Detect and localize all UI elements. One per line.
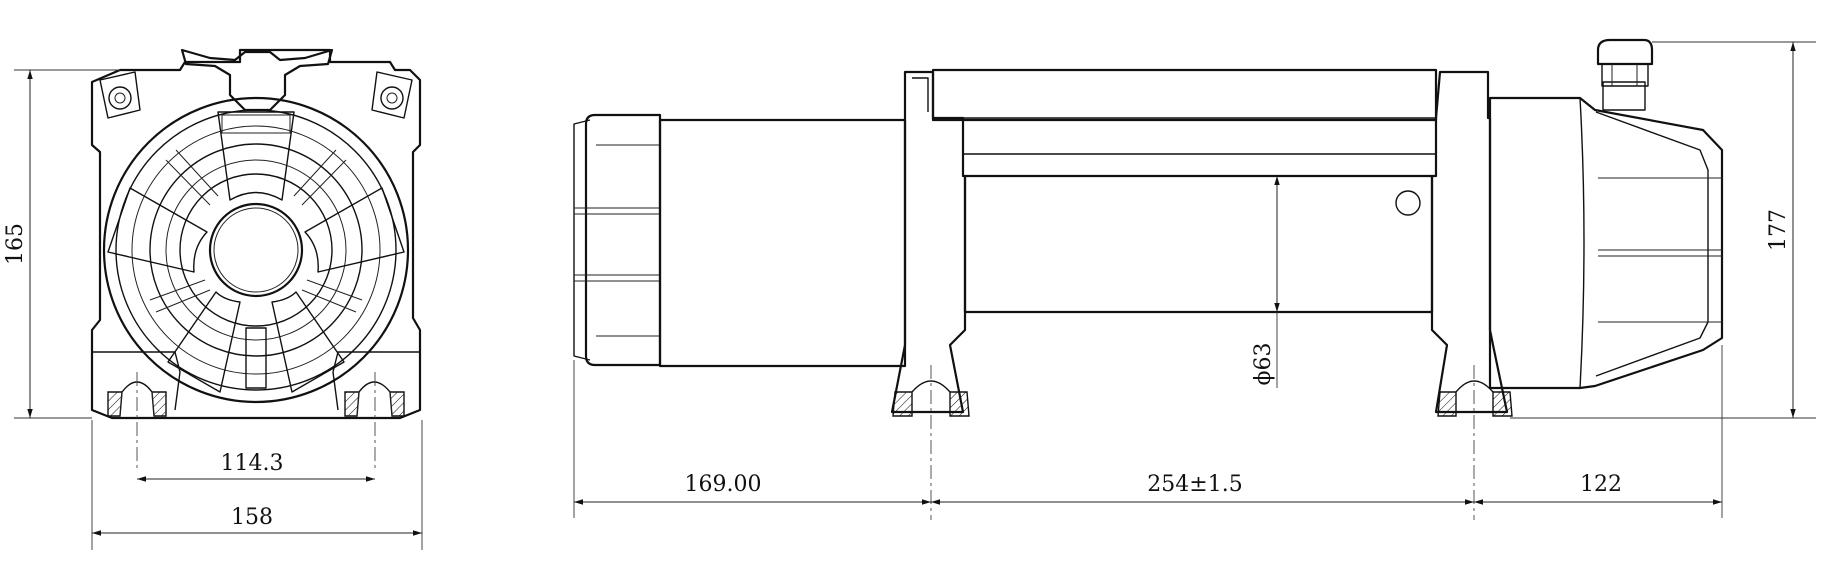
side-motor-body — [658, 118, 907, 368]
side-top-tie-bar — [931, 68, 1438, 122]
front-corner-bosses — [99, 71, 413, 119]
front-fan-disc — [102, 96, 410, 404]
right-length-dim: 122 — [1580, 472, 1622, 497]
side-end-cap — [573, 113, 662, 367]
front-width-dim: 158 — [231, 505, 273, 530]
side-drum — [963, 174, 1434, 314]
side-view: ϕ63 177 169.00 254±1.5 122 — [573, 38, 1816, 520]
side-drum-pin — [1395, 190, 1421, 216]
front-feet — [92, 351, 420, 417]
front-view: 165 114.3 158 — [3, 48, 423, 550]
side-feet — [892, 380, 1513, 417]
front-top-handle — [180, 48, 334, 112]
side-right-frame — [1430, 70, 1509, 414]
front-height-dim: 165 — [3, 223, 28, 265]
drum-diameter-dim: ϕ63 — [1251, 343, 1276, 386]
front-bolt-spacing-dim: 114.3 — [221, 451, 284, 476]
left-length-dim: 169.00 — [685, 472, 762, 497]
side-height-dim: 177 — [1766, 209, 1791, 251]
front-housing-outline — [90, 48, 422, 420]
foot-spacing-dim: 254±1.5 — [1147, 472, 1242, 497]
side-left-frame — [890, 70, 967, 414]
side-gearbox — [1488, 38, 1724, 390]
